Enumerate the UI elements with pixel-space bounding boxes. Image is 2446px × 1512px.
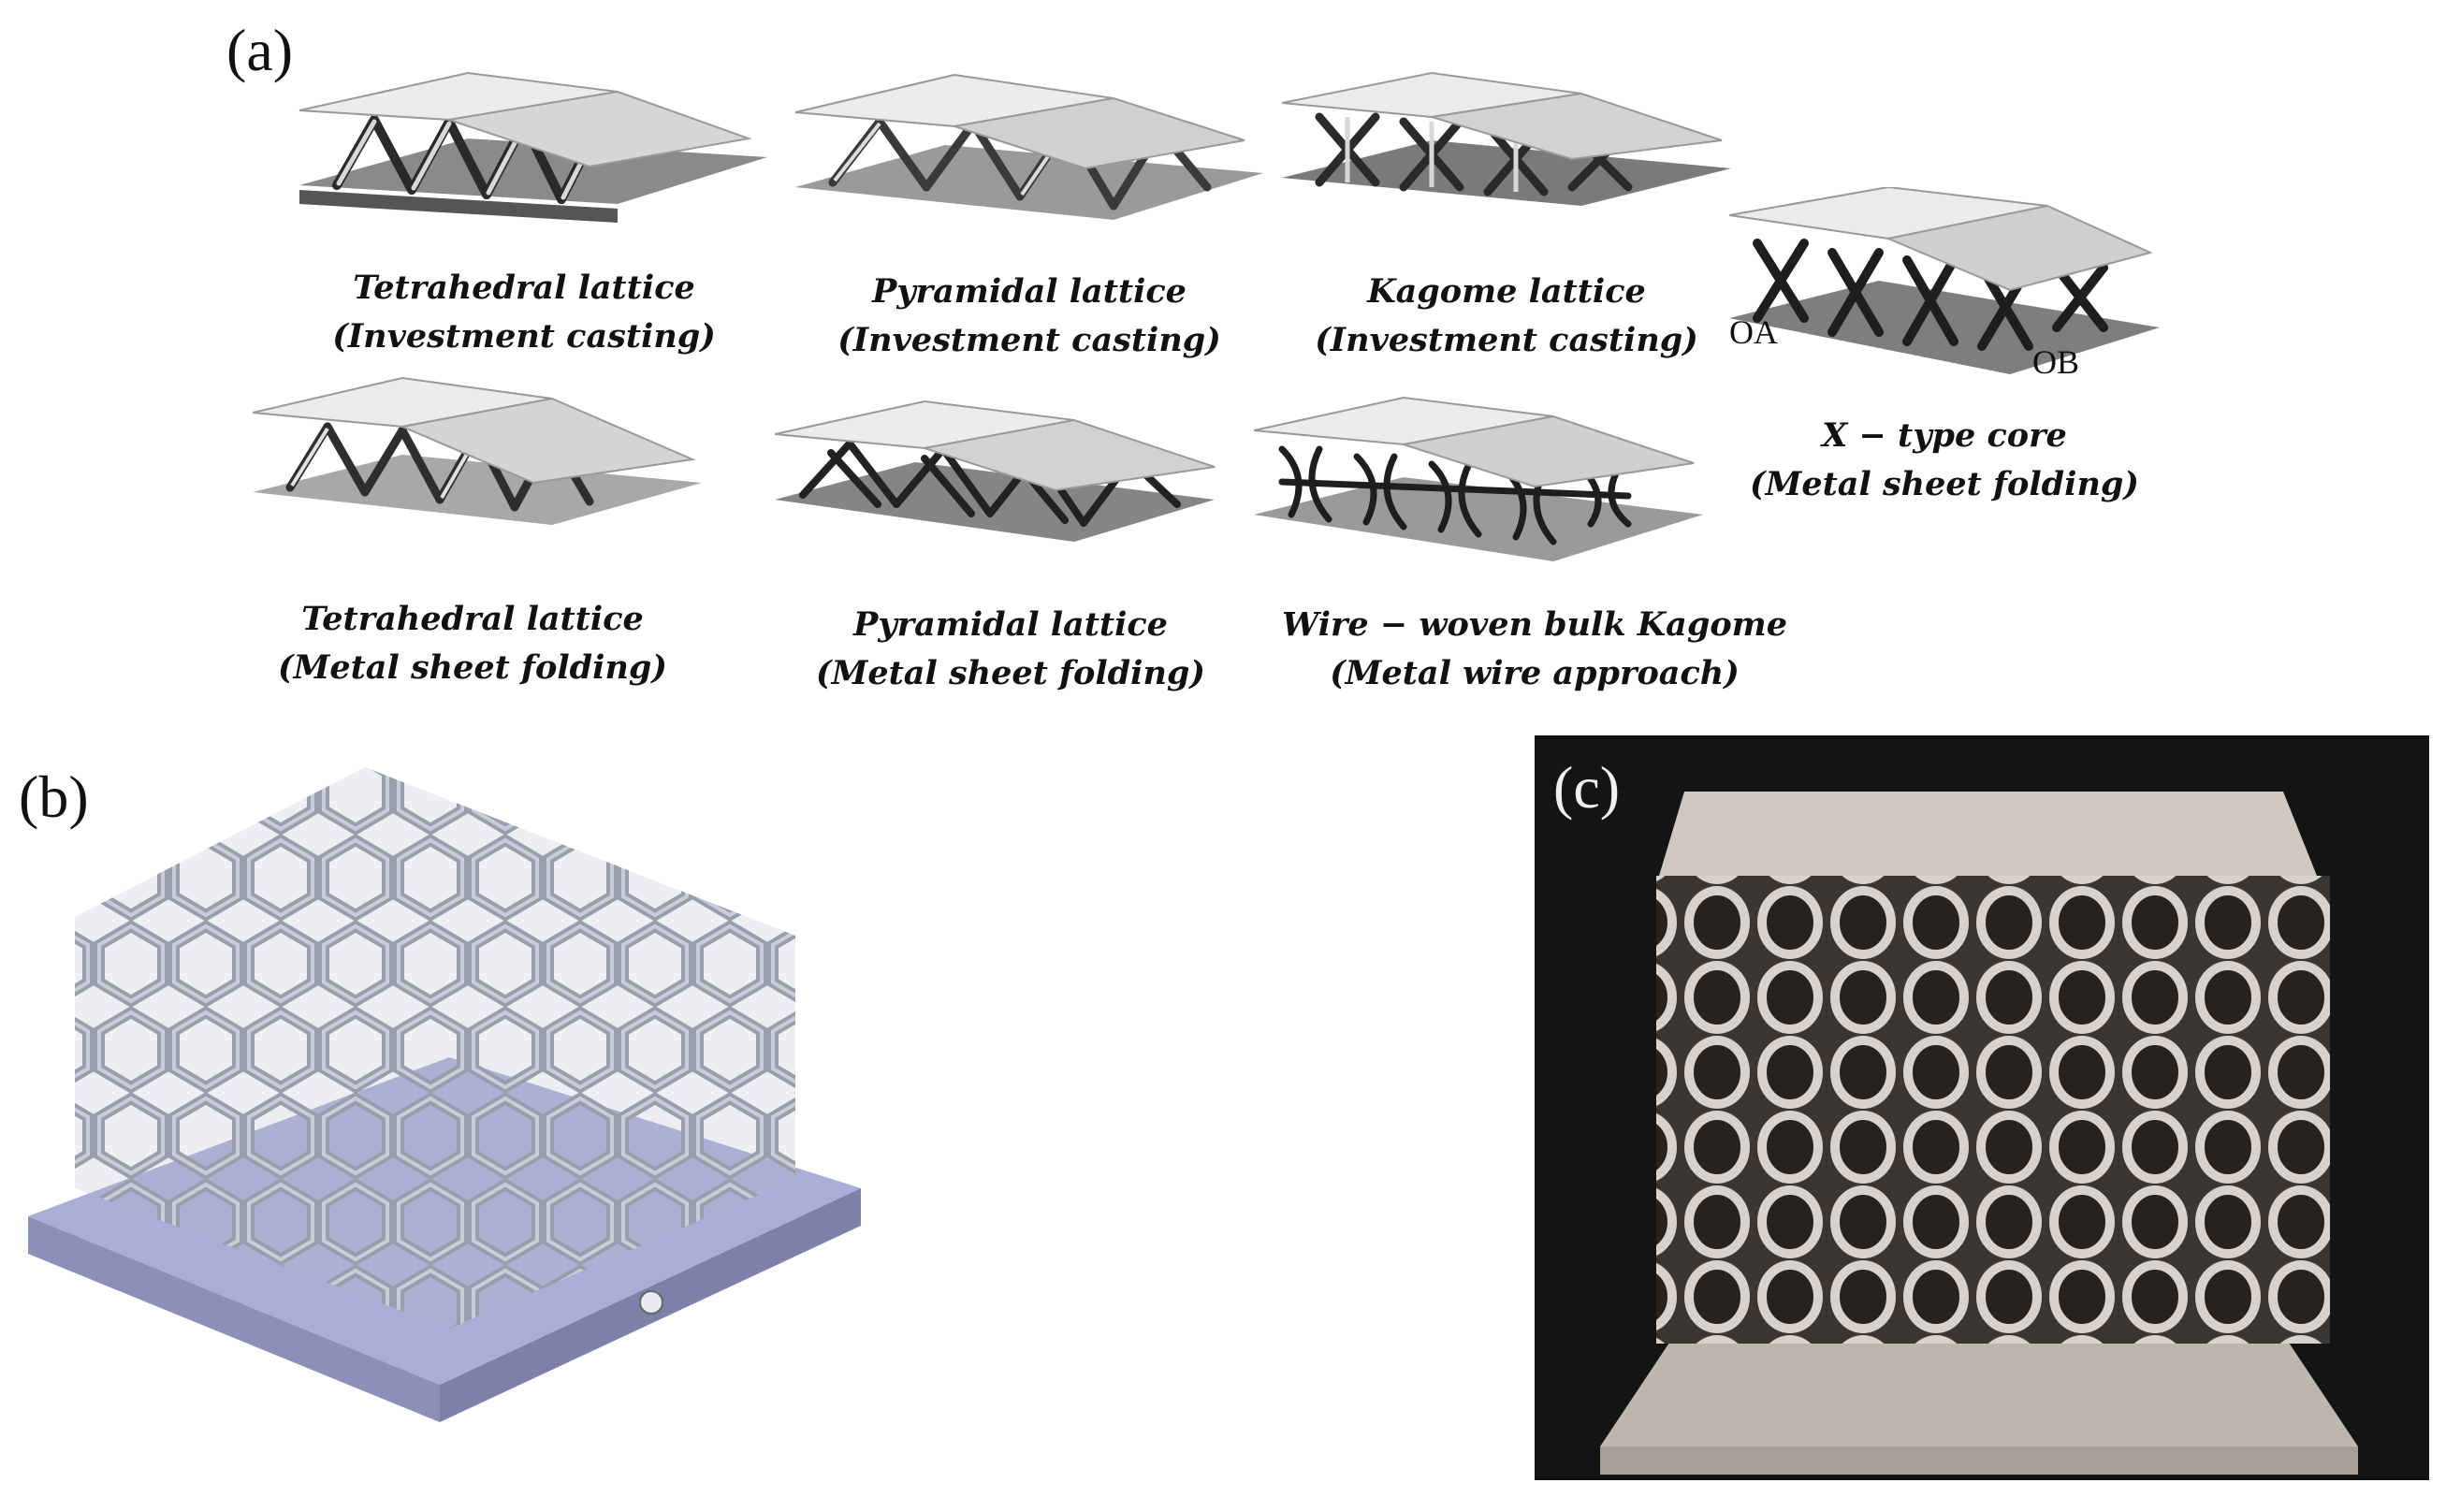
pyramidal-fold-illustration bbox=[775, 397, 1224, 584]
tetrahedral-cast-illustration bbox=[281, 64, 767, 251]
pyramidal-cast-illustration bbox=[795, 65, 1263, 253]
oa-annotation: OA bbox=[1729, 313, 1778, 351]
caption-line-2: (Metal sheet folding) bbox=[1750, 465, 2139, 503]
caption-line-1: Pyramidal lattice bbox=[872, 272, 1187, 311]
caption-line-2: (Investment casting) bbox=[1315, 321, 1698, 359]
kagome-cast-illustration bbox=[1282, 65, 1731, 253]
caption-line-1: X − type core bbox=[1822, 416, 2067, 455]
caption-line-1: Tetrahedral lattice bbox=[301, 600, 644, 638]
printed-lattice-photo: (c) bbox=[1535, 735, 2429, 1480]
caption-wire-woven-kagome: Wire − woven bulk Kagome (Metal wire app… bbox=[1254, 601, 1815, 698]
caption-line-1: Kagome lattice bbox=[1367, 272, 1646, 311]
caption-tetrahedral-cast: Tetrahedral lattice (Investment casting) bbox=[281, 264, 767, 361]
caption-line-1: Pyramidal lattice bbox=[853, 605, 1168, 644]
caption-pyramidal-cast: Pyramidal lattice (Investment casting) bbox=[795, 268, 1263, 365]
panel-b-label: (b) bbox=[19, 763, 89, 830]
caption-line-2: (Metal sheet folding) bbox=[278, 648, 667, 687]
tetrahedral-fold-illustration bbox=[253, 371, 702, 558]
caption-line-2: (Investment casting) bbox=[837, 321, 1221, 359]
ob-annotation: OB bbox=[2032, 343, 2080, 381]
caption-line-1: Tetrahedral lattice bbox=[353, 269, 695, 307]
caption-line-2: (Metal wire approach) bbox=[1330, 654, 1740, 692]
caption-pyramidal-fold: Pyramidal lattice (Metal sheet folding) bbox=[777, 601, 1245, 698]
caption-kagome-cast: Kagome lattice (Investment casting) bbox=[1282, 268, 1731, 365]
x-type-core-illustration bbox=[1729, 187, 2160, 402]
kelvin-cell-cad-model bbox=[19, 749, 880, 1464]
caption-line-2: (Investment casting) bbox=[332, 317, 716, 356]
caption-line-2: (Metal sheet folding) bbox=[816, 654, 1205, 692]
caption-line-1: Wire − woven bulk Kagome bbox=[1282, 605, 1787, 644]
panel-c-label: (c) bbox=[1553, 754, 1621, 821]
panel-a-label: (a) bbox=[226, 17, 294, 83]
wire-woven-kagome-illustration bbox=[1254, 374, 1703, 589]
caption-tetrahedral-fold: Tetrahedral lattice (Metal sheet folding… bbox=[239, 595, 706, 692]
caption-x-type: X − type core (Metal sheet folding) bbox=[1729, 412, 2160, 509]
